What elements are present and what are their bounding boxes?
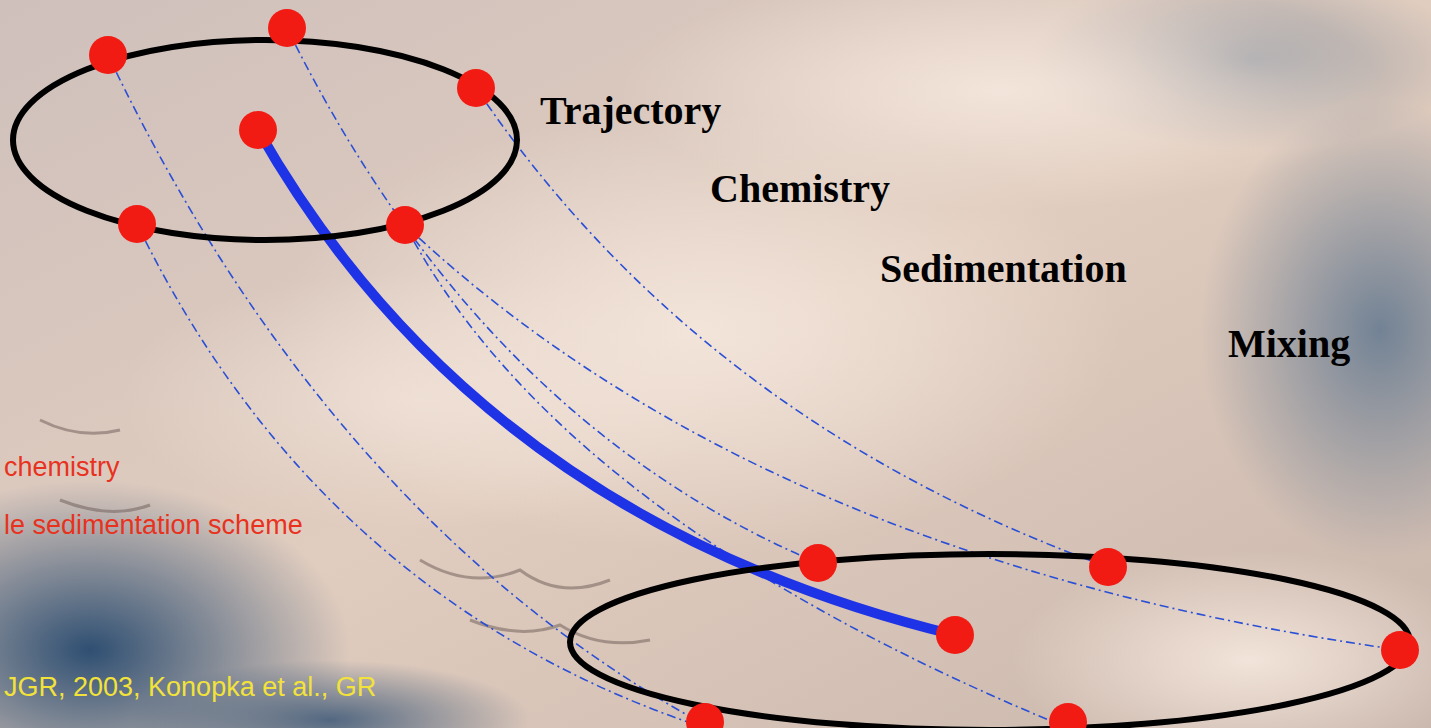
note-text: chemistry — [4, 452, 120, 483]
process-label: Chemistry — [710, 166, 890, 212]
process-label: Trajectory — [540, 88, 721, 134]
citation-text: JGR, 2003, Konopka et al., GR — [4, 672, 376, 703]
process-label: Sedimentation — [880, 246, 1127, 292]
process-label: Mixing — [1228, 321, 1350, 367]
note-text: le sedimentation scheme — [4, 510, 303, 541]
